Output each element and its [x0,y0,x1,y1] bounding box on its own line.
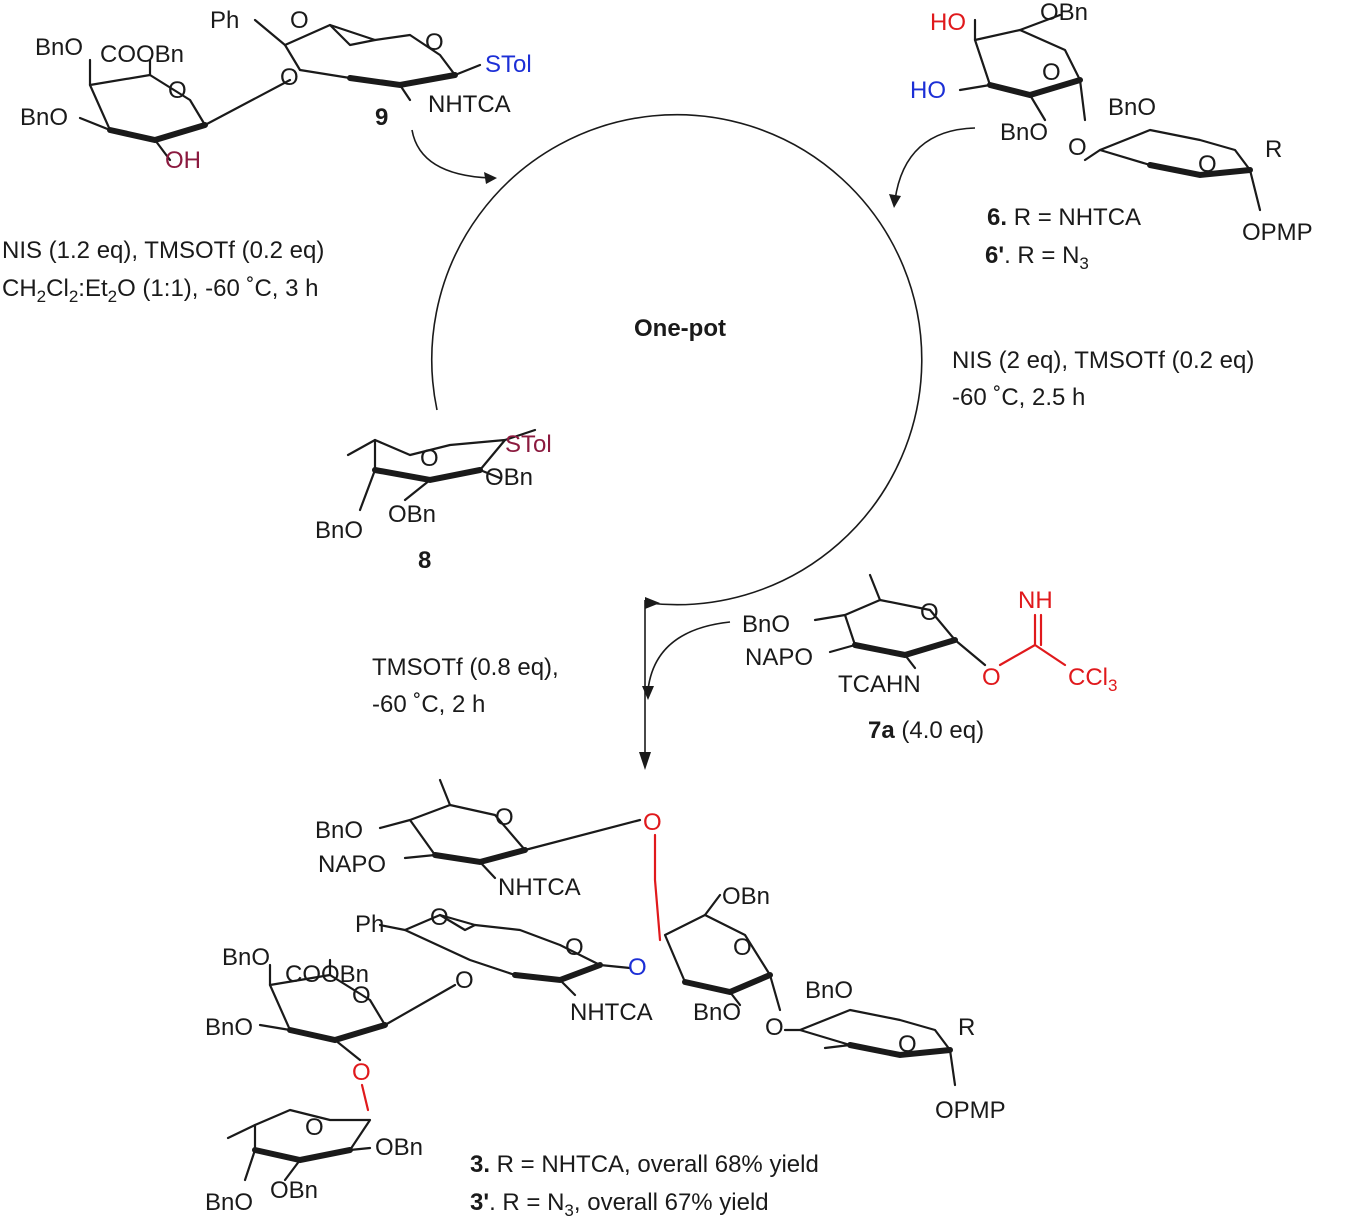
svg-text:O: O [455,967,474,994]
svg-text:OBn: OBn [485,464,533,491]
label-8: 8 [418,547,431,574]
svg-text:OPMP: OPMP [1242,219,1313,246]
svg-text:NHTCA: NHTCA [570,999,653,1026]
svg-text:BnO: BnO [742,611,790,638]
svg-text:O: O [425,29,444,56]
svg-text:R: R [1265,136,1282,163]
svg-text:BnO: BnO [1108,94,1156,121]
svg-text:O: O [1198,151,1217,178]
svg-text:O: O [1042,59,1061,86]
new-glycosidic-o-top: O [643,809,662,836]
product-3: BnO NAPO NHTCA O O Ph O O O NHTCA OBn O … [205,778,1006,1220]
svg-text:O: O [495,804,514,831]
svg-text:BnO: BnO [205,1014,253,1041]
svg-text:OBn: OBn [375,1134,423,1161]
svg-text:NHTCA: NHTCA [428,91,511,118]
arrowhead-product [639,752,651,770]
svg-text:NIS (1.2 eq), TMSOTf (0.2 eq): NIS (1.2 eq), TMSOTf (0.2 eq) [2,237,324,264]
svg-text:O: O [733,934,752,961]
svg-text:3'. R = N3, overall 67% yield: 3'. R = N3, overall 67% yield [470,1189,769,1220]
svg-text:BnO: BnO [205,1189,253,1216]
svg-text:O: O [305,1114,324,1141]
svg-text:O: O [1068,134,1087,161]
svg-text:BnO: BnO [315,517,363,544]
svg-text:O: O [168,77,187,104]
arrowhead-cycle-end [645,597,660,609]
compound-6: HO OBn HO O BnO BnO O O R OPMP 6. R = NH… [910,0,1313,273]
svg-text:O: O [290,7,309,34]
compound-9: Ph O O BnO COOBn O BnO OH O STol NHTCA 9 [20,7,532,174]
svg-text:NH: NH [1018,587,1053,614]
hydroxyl-acceptor: OH [165,147,201,174]
svg-text:OBn: OBn [270,1177,318,1204]
svg-text:COOBn: COOBn [285,961,369,988]
hydroxyl-blue-6: HO [910,77,946,104]
arrowhead-from-7a [642,686,654,700]
center-label: One-pot [634,315,726,342]
svg-text:6. R = NHTCA: 6. R = NHTCA [987,204,1141,231]
svg-text:O: O [982,664,1001,691]
svg-text:BnO: BnO [35,34,83,61]
svg-text:BnO: BnO [315,817,363,844]
svg-text:O: O [898,1031,917,1058]
arrow-from-6 [894,127,976,201]
hydroxyl-red-6: HO [930,9,966,36]
svg-text:O: O [420,445,439,472]
svg-text:CCl3: CCl3 [1068,664,1117,695]
svg-text:BnO: BnO [693,999,741,1026]
label-9: 9 [375,104,388,131]
svg-text:COOBn: COOBn [100,41,184,68]
svg-text:OBn: OBn [388,501,436,528]
svg-text:O: O [430,904,449,931]
label-3-prime: 3' [470,1189,489,1216]
compound-8: O STol OBn OBn BnO 8 [315,428,552,574]
svg-text:TCAHN: TCAHN [838,671,921,698]
svg-text:NAPO: NAPO [745,644,813,671]
conditions-step2: NIS (2 eq), TMSOTf (0.2 eq) -60 ˚C, 2.5 … [952,347,1254,411]
svg-text:7a (4.0 eq): 7a (4.0 eq) [868,717,984,744]
svg-text:O: O [565,934,584,961]
svg-text:OPMP: OPMP [935,1097,1006,1124]
new-glycosidic-o-blue: O [628,954,647,981]
svg-text:-60 ˚C, 2 h: -60 ˚C, 2 h [372,691,485,718]
svg-text:O: O [920,599,939,626]
stol-donor-8: STol [505,431,552,458]
label-7a: 7a [868,717,895,744]
label-3: 3. [470,1151,490,1178]
svg-text:BnO: BnO [805,977,853,1004]
svg-text:O: O [280,64,299,91]
arrow-from-7a [647,621,731,691]
svg-text:NHTCA: NHTCA [498,874,581,901]
one-pot-cycle: One-pot [430,113,923,606]
compound-7a: BnO NAPO TCAHN O NH O CCl3 7a (4.0 eq) [742,573,1117,744]
svg-text:BnO: BnO [1000,119,1048,146]
svg-text:OBn: OBn [722,883,770,910]
new-glycosidic-o-bottom: O [352,1059,371,1086]
svg-text:CH2Cl2:Et2O (1:1), -60 ˚C, 3 h: CH2Cl2:Et2O (1:1), -60 ˚C, 3 h [2,275,319,306]
arrowhead-from-9 [484,172,497,184]
svg-text:6'. R = N3: 6'. R = N3 [985,242,1089,273]
svg-text:R: R [958,1014,975,1041]
svg-text:NAPO: NAPO [318,851,386,878]
conditions-step3: TMSOTf (0.8 eq), -60 ˚C, 2 h [372,654,559,718]
svg-text:TMSOTf (0.8 eq),: TMSOTf (0.8 eq), [372,654,559,681]
svg-text:BnO: BnO [20,104,68,131]
svg-text:Ph: Ph [355,911,384,938]
cycle-arc [430,113,923,606]
stol-donor-9: STol [485,51,532,78]
conditions-step1: NIS (1.2 eq), TMSOTf (0.2 eq) CH2Cl2:Et2… [2,237,324,306]
svg-text:OBn: OBn [1040,0,1088,26]
svg-text:-60 ˚C, 2.5 h: -60 ˚C, 2.5 h [952,384,1085,411]
svg-text:NIS (2 eq), TMSOTf (0.2 eq): NIS (2 eq), TMSOTf (0.2 eq) [952,347,1254,374]
svg-text:BnO: BnO [222,944,270,971]
svg-text:Ph: Ph [210,7,239,34]
svg-text:O: O [765,1014,784,1041]
svg-text:3. R = NHTCA, overall 68% yiel: 3. R = NHTCA, overall 68% yield [470,1151,819,1178]
arrow-from-9 [411,129,491,179]
svg-text:O: O [352,982,371,1009]
arrowhead-from-6 [889,194,901,208]
